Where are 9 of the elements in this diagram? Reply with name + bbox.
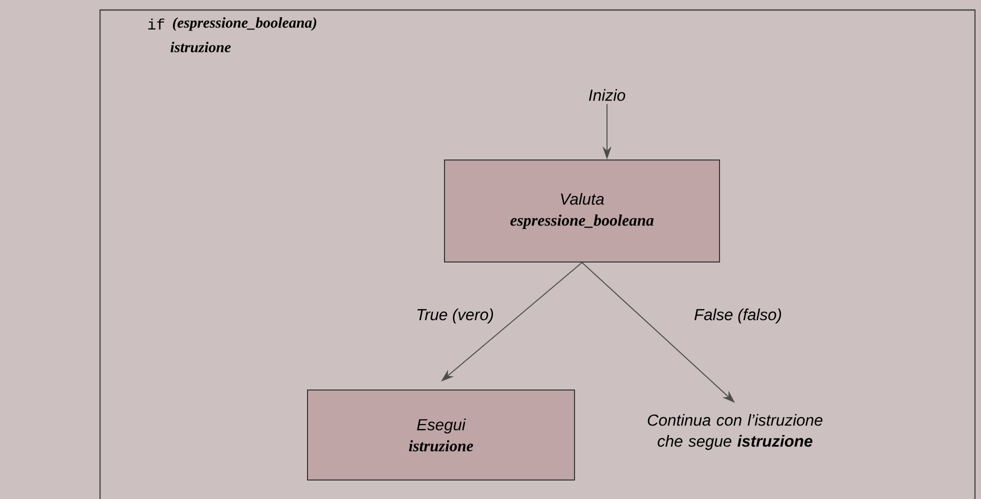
code-text: (espressione_booleana): [172, 17, 316, 31]
node-text: Inizio: [588, 89, 626, 101]
process-box: Esegui istruzione: [307, 390, 575, 480]
code-text: istruzione: [170, 42, 231, 52]
edge-label: False (falso): [694, 308, 782, 324]
code-text: if: [148, 18, 164, 30]
process-box: Valuta espressione_booleana: [444, 160, 720, 262]
edge-label: True (vero): [417, 308, 493, 324]
node-text: Continua con l’istruzione che segue istruzione: [648, 414, 822, 450]
